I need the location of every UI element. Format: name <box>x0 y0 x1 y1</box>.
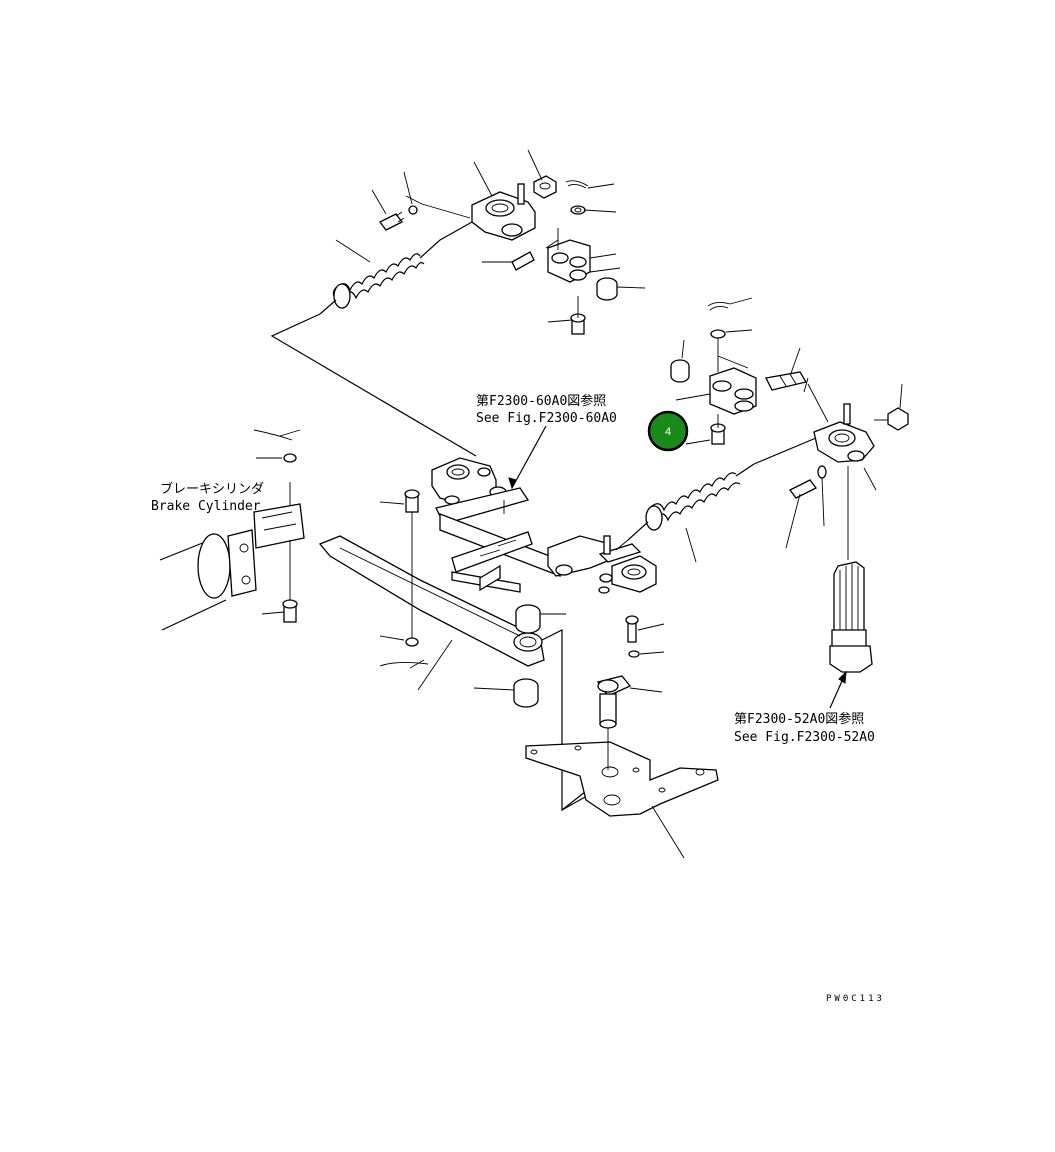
reference-top-en: See Fig.F2300-60A0 <box>476 411 617 426</box>
brake-cylinder-en: Brake Cylinder <box>151 499 261 514</box>
splined-shaft <box>829 466 873 673</box>
brake-cylinder-jp: ブレーキシリンダ <box>160 481 264 497</box>
right-clevis-assembly <box>753 347 909 549</box>
top-leader-lines <box>270 149 646 457</box>
right-spring <box>627 463 755 563</box>
callout-number: 4 <box>665 426 671 438</box>
reference-right-jp: 第F2300-52A0図参照 <box>734 711 864 727</box>
right-link-plate-assembly <box>670 297 757 445</box>
top-spring <box>319 221 473 315</box>
lever-arm <box>318 489 595 812</box>
drawing-code: PW0C113 <box>826 994 885 1004</box>
reference-f2300-52a0: 第F2300-52A0図参照 See Fig.F2300-52A0 <box>734 670 875 745</box>
reference-right-en: See Fig.F2300-52A0 <box>734 730 875 745</box>
callout-circle[interactable] <box>647 410 689 452</box>
part-number-callout-4[interactable]: 4 <box>647 410 689 452</box>
lower-bracket <box>525 615 719 859</box>
top-bolt <box>379 205 535 271</box>
center-lever-assembly <box>431 457 657 594</box>
reference-f2300-60a0: 第F2300-60A0図参照 See Fig.F2300-60A0 <box>476 393 617 490</box>
top-link-plate <box>547 205 618 335</box>
brake-cylinder <box>159 429 305 631</box>
top-clevis-assembly <box>471 175 589 241</box>
reference-top-jp: 第F2300-60A0図参照 <box>476 393 606 409</box>
brake-cylinder-label: ブレーキシリンダ Brake Cylinder <box>151 481 264 514</box>
